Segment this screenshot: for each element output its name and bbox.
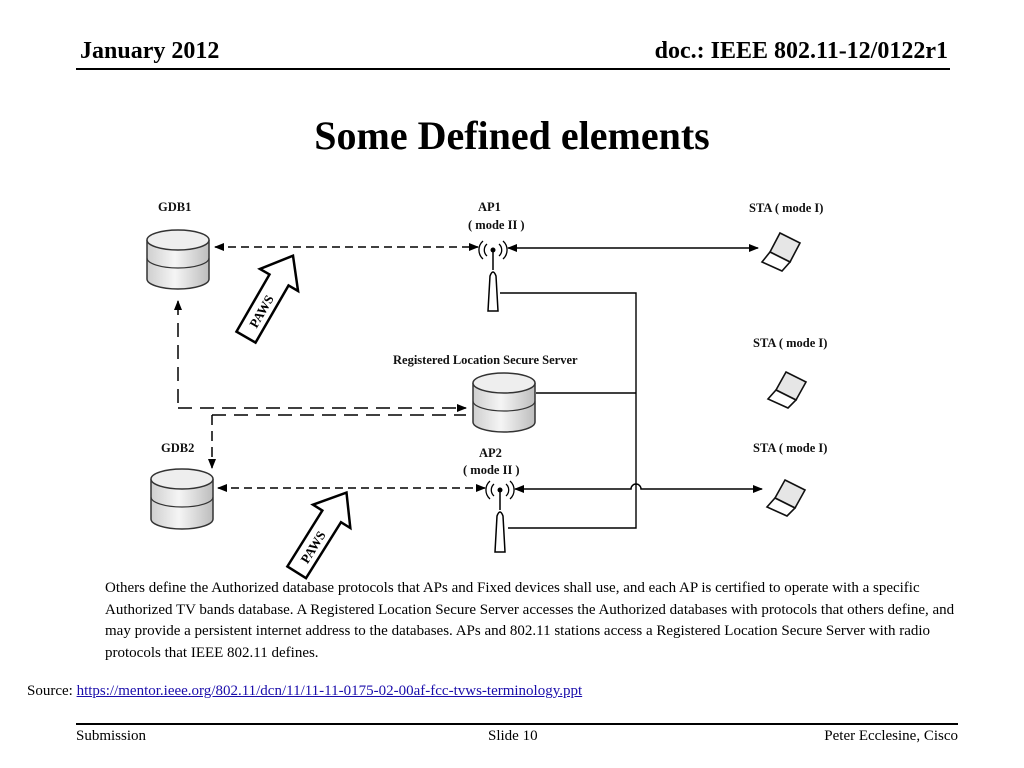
header-doc-id: doc.: IEEE 802.11-12/0122r1 (654, 38, 948, 64)
paws-arrow-upper: PAWS (234, 253, 300, 345)
ap2-mode-label: ( mode II ) (463, 463, 520, 477)
rlss-database-icon (472, 372, 536, 433)
ap2-sta3-link (514, 483, 763, 493)
network-diagram: PAWS PAWS GDB1 GDB2 AP1 ( mode II ) AP2 … (146, 200, 827, 580)
gdb2-label: GDB2 (161, 441, 194, 455)
ap1-wired-link (500, 292, 637, 529)
ap2-antenna-icon (485, 480, 515, 553)
footer-slide-number: Slide 10 (488, 728, 538, 744)
source-line: Source: https://mentor.ieee.org/802.11/d… (27, 683, 582, 700)
sta3-label: STA ( mode I) (753, 441, 827, 455)
rlss-label: Registered Location Secure Server (393, 353, 578, 367)
sta1-laptop-icon (760, 231, 802, 272)
description-paragraph: Others define the Authorized database pr… (105, 580, 955, 661)
source-label: Source: (27, 683, 77, 699)
sta2-label: STA ( mode I) (753, 336, 827, 350)
ap1-label: AP1 (478, 200, 501, 214)
header-divider (76, 68, 950, 70)
gdb1-label: GDB1 (158, 200, 191, 214)
ap2-label: AP2 (479, 446, 502, 460)
sta3-laptop-icon (765, 478, 807, 517)
ap1-antenna-icon (478, 240, 508, 312)
gdb2-database-icon (150, 468, 214, 530)
footer-author: Peter Ecclesine, Cisco (824, 728, 958, 744)
source-link[interactable]: https://mentor.ieee.org/802.11/dcn/11/11… (76, 683, 583, 699)
gdb1-database-icon (146, 229, 210, 290)
paws-arrow-lower: PAWS (285, 490, 352, 580)
slide-title: Some Defined elements (314, 113, 710, 158)
sta2-laptop-icon (766, 370, 808, 409)
sta1-label: STA ( mode I) (749, 201, 823, 215)
footer-submission: Submission (76, 728, 147, 744)
header-date: January 2012 (80, 38, 220, 64)
ap1-mode-label: ( mode II ) (468, 218, 525, 232)
footer-divider (76, 723, 958, 725)
